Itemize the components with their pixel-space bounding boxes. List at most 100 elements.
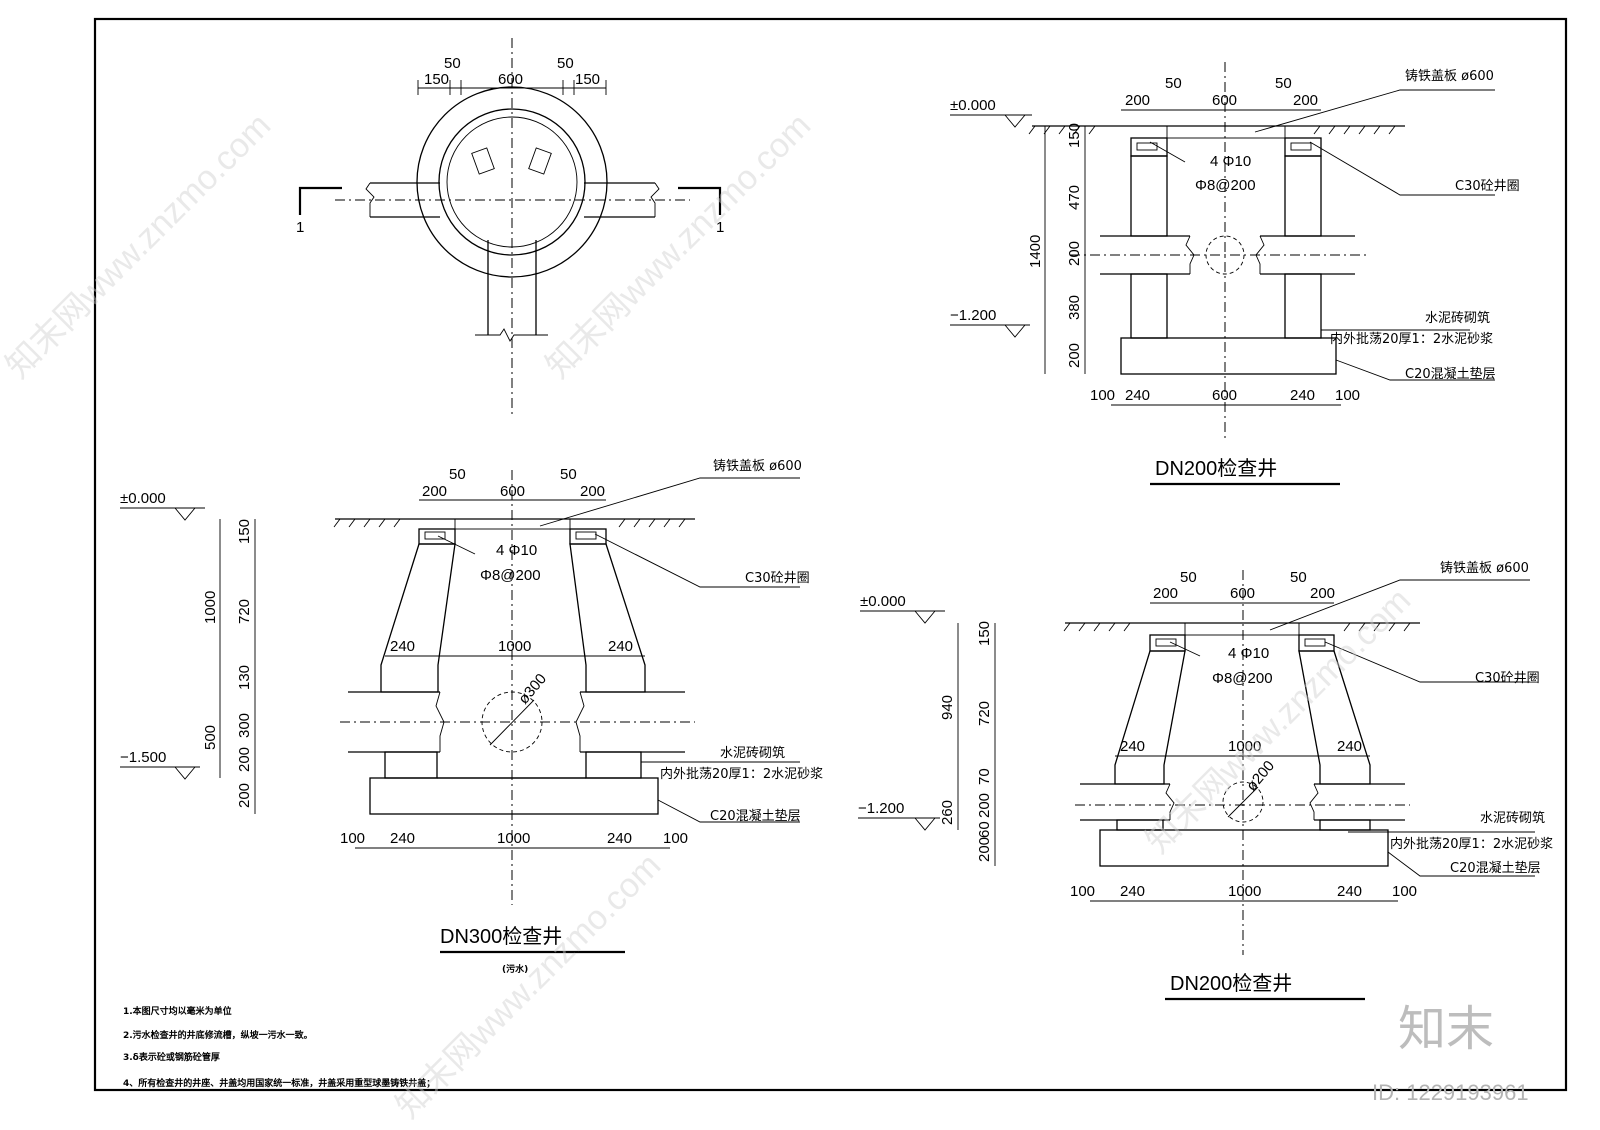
dn300-elev-top: ±0.000 [120, 490, 166, 507]
dn200a-cover-label: 铸铁盖板 ø600 [1405, 68, 1494, 84]
dn200a-rebar-stirrup: Φ8@200 [1195, 177, 1256, 194]
dn200a-total-height: 1400 [1027, 235, 1044, 268]
dn300-cover-label: 铸铁盖板 ø600 [713, 458, 802, 474]
dn300-top-dim-4: 50 [560, 466, 577, 483]
dn200a-left-dim-2: 470 [1066, 185, 1083, 210]
dn200b-top-dim-2: 50 [1180, 569, 1197, 586]
drawing-frame [93, 17, 1568, 1092]
dn300-total-upper: 1000 [202, 591, 219, 624]
dn300-top-dim-3: 600 [500, 483, 525, 500]
dn300-top-dim-5: 200 [580, 483, 605, 500]
plan-outer-circle [416, 86, 608, 278]
plan-inner-circle [438, 108, 586, 256]
dn200b-ring-label: C30砼井圈 [1475, 671, 1540, 686]
dn300-bot-dim-2: 240 [390, 830, 415, 847]
dn200b-elev-bottom: −1.200 [858, 800, 904, 817]
dn200b-plaster-label: 内外批荡20厚1：2水泥砂浆 [1390, 836, 1553, 852]
dn200b-bot-dim-2: 240 [1120, 883, 1145, 900]
note-1: 1.本图尺寸均以毫米为单位 [123, 1005, 232, 1017]
plan-dim-2: 50 [444, 55, 461, 72]
dn200-top-section: ±0.000 −1.200 150 470 200 380 200 1400 2… [950, 62, 1520, 486]
dn300-masonry-label: 水泥砖砌筑 [720, 745, 785, 761]
dn200b-title: DN200检查井 [1170, 972, 1292, 995]
dn200b-bot-dim-1: 100 [1070, 883, 1095, 900]
dn300-top-dim-1: 200 [422, 483, 447, 500]
dn300-top-dim-2: 50 [449, 466, 466, 483]
dn300-left-dim-1: 150 [236, 519, 253, 544]
watermark: 知末网www.znzmo.com 知末网www.znzmo.com 知末网www… [0, 106, 1529, 1125]
dn200b-rebar-main: 4 Φ10 [1228, 645, 1269, 662]
note-3: 3.δ表示砼或钢筋砼管厚 [123, 1051, 220, 1063]
dn200a-bot-dim-1: 100 [1090, 387, 1115, 404]
dn200b-top-dim-3: 600 [1230, 585, 1255, 602]
dn200b-masonry-label: 水泥砖砌筑 [1480, 810, 1545, 826]
section-mark-right: 1 [716, 219, 724, 236]
dn200b-top-dim-5: 200 [1310, 585, 1335, 602]
dn300-plaster-label: 内外批荡20厚1：2水泥砂浆 [660, 766, 823, 782]
dn200b-bot-dim-5: 100 [1392, 883, 1417, 900]
dn200a-left-dim-3: 200 [1066, 241, 1083, 266]
plan-view: 1 1 150 50 600 50 150 [296, 38, 724, 415]
note-2: 2.污水检查井的井底修流槽，纵坡一污水一致。 [123, 1029, 313, 1041]
dn200a-cushion-label: C20混凝土垫层 [1405, 366, 1496, 382]
dn200a-top-dim-2: 50 [1165, 75, 1182, 92]
dn200b-mid-dim-2: 1000 [1228, 738, 1261, 755]
dn300-rebar-main: 4 Φ10 [496, 542, 537, 559]
dn200a-masonry-label: 水泥砖砌筑 [1425, 310, 1490, 326]
plan-dim-1: 150 [424, 71, 449, 88]
dn200a-rebar-main: 4 Φ10 [1210, 153, 1251, 170]
note-4: 4、所有检查井的井座、井盖均用国家统一标准，井盖采用重型球墨铸铁井盖； [123, 1077, 435, 1089]
plan-dim-3: 600 [498, 71, 523, 88]
watermark-id: ID: 1229193961 [1372, 1080, 1529, 1105]
dn200b-bot-dim-3: 1000 [1228, 883, 1261, 900]
dn300-ring-label: C30砼井圈 [745, 571, 810, 586]
dn200b-elev-top: ±0.000 [860, 593, 906, 610]
watermark-text: 知末网www.znzmo.com [0, 106, 278, 385]
dn200b-rebar-stirrup: Φ8@200 [1212, 670, 1273, 687]
plan-dim-5: 150 [575, 71, 600, 88]
dn200a-left-dim-5: 200 [1066, 343, 1083, 368]
dn200b-left-dim-2: 720 [976, 701, 993, 726]
dn300-left-dim-6: 200 [236, 783, 253, 808]
dn200b-cover-label: 铸铁盖板 ø600 [1440, 560, 1529, 576]
dn300-section: ø300 ±0.000 −1.500 150 720 130 300 200 2… [120, 458, 823, 975]
dn200b-left-dim-1: 150 [976, 621, 993, 646]
dn300-mid-dim-1: 240 [390, 638, 415, 655]
dn300-left-dim-5: 200 [236, 747, 253, 772]
dn300-pipe-label: ø300 [515, 670, 550, 707]
dn200a-top-dim-4: 50 [1275, 75, 1292, 92]
dn200b-left-dim-6: 200 [976, 837, 993, 862]
dn200a-bot-dim-3: 600 [1212, 387, 1237, 404]
dn300-total-lower: 500 [202, 725, 219, 750]
dn200b-top-dim-4: 50 [1290, 569, 1307, 586]
dn200a-elev-top: ±0.000 [950, 97, 996, 114]
dn200a-elev-bottom: −1.200 [950, 307, 996, 324]
dn200b-top-dim-1: 200 [1153, 585, 1178, 602]
watermark-text: 知末网www.znzmo.com [389, 846, 668, 1125]
dn200a-ring-label: C30砼井圈 [1455, 179, 1520, 194]
plan-dim-4: 50 [557, 55, 574, 72]
dn200a-top-dim-1: 200 [1125, 92, 1150, 109]
dn300-title: DN300检查井 [440, 925, 562, 948]
dn200a-top-dim-5: 200 [1293, 92, 1318, 109]
dn300-mid-dim-3: 240 [608, 638, 633, 655]
dn300-bot-dim-4: 240 [607, 830, 632, 847]
dn200a-top-dim-3: 600 [1212, 92, 1237, 109]
dn300-left-dim-3: 130 [236, 665, 253, 690]
dn300-left-dim-2: 720 [236, 599, 253, 624]
dn300-bot-dim-5: 100 [663, 830, 688, 847]
dn200a-bot-dim-5: 100 [1335, 387, 1360, 404]
general-notes: 1.本图尺寸均以毫米为单位 2.污水检查井的井底修流槽，纵坡一污水一致。 3.δ… [123, 1005, 435, 1089]
dn200b-mid-dim-1: 240 [1120, 738, 1145, 755]
dn200b-left-dim-5: 60 [976, 821, 993, 838]
dn200b-left-dim-4: 200 [976, 793, 993, 818]
dn200b-total-lower: 260 [939, 800, 956, 825]
dn200a-left-dim-4: 380 [1066, 295, 1083, 320]
dn200b-total-upper: 940 [939, 695, 956, 720]
dn200b-left-dim-3: 70 [976, 768, 993, 785]
dn200a-left-dim-1: 150 [1066, 123, 1083, 148]
dn200b-mid-dim-3: 240 [1337, 738, 1362, 755]
watermark-text: 知末网www.znzmo.com [539, 106, 818, 385]
dn300-left-dim-4: 300 [236, 713, 253, 738]
